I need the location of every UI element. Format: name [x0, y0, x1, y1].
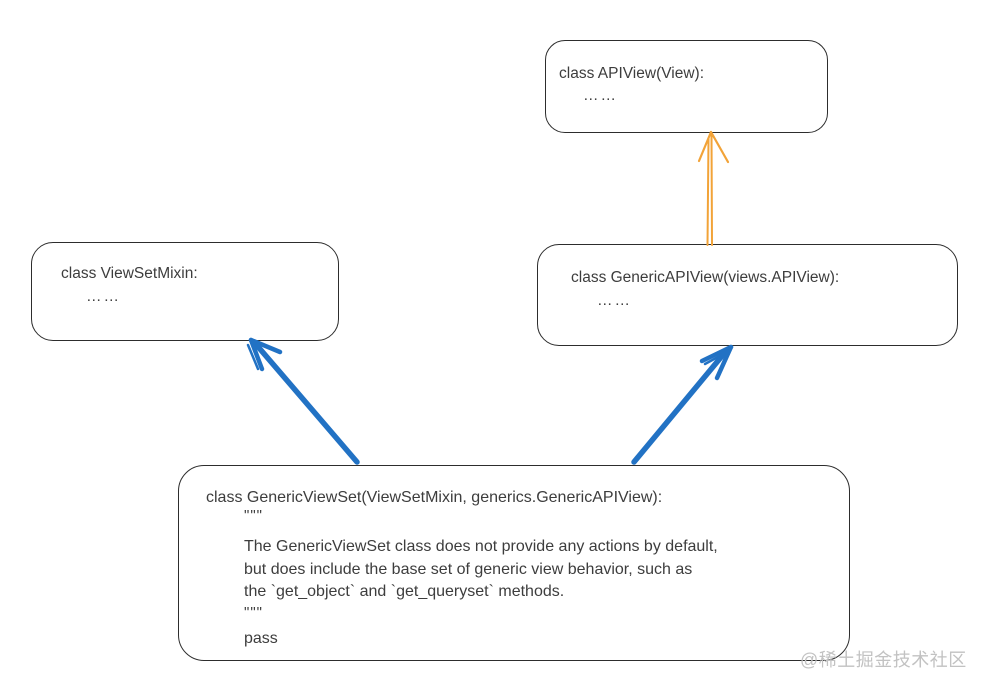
node-viewsetmixin: class ViewSetMixin: ……	[31, 242, 339, 341]
node-genericapiview-ellipsis: ……	[597, 292, 632, 309]
node-apiview-ellipsis: ……	[583, 87, 618, 104]
docstring-open-quotes: """	[244, 507, 263, 524]
node-genericviewset-body: pass	[244, 629, 278, 647]
node-genericviewset-title: class GenericViewSet(ViewSetMixin, gener…	[206, 489, 663, 506]
watermark: @稀土掘金技术社区	[800, 650, 967, 670]
docstring-close-quotes: """	[244, 603, 263, 621]
docstring-line-3: the `get_object` and `get_queryset` meth…	[244, 583, 565, 600]
docstring-text: The GenericViewSet class does not provid…	[244, 536, 849, 604]
node-genericapiview: class GenericAPIView(views.APIView): ……	[537, 244, 958, 346]
node-viewsetmixin-title: class ViewSetMixin:	[61, 265, 198, 282]
arrow-genericviewset-to-genericapiview-icon	[631, 344, 734, 465]
docstring-line-2: but does include the base set of generic…	[244, 560, 693, 578]
node-genericviewset: class GenericViewSet(ViewSetMixin, gener…	[178, 465, 850, 661]
arrow-genericviewset-to-viewsetmixin-icon	[246, 337, 360, 465]
node-apiview-title: class APIView(View):	[559, 65, 705, 82]
node-viewsetmixin-ellipsis: ……	[86, 288, 121, 305]
docstring-line-1: The GenericViewSet class does not provid…	[244, 538, 718, 555]
node-genericapiview-title: class GenericAPIView(views.APIView):	[571, 269, 840, 286]
node-apiview: class APIView(View): ……	[545, 40, 828, 133]
arrow-genericapiview-to-apiview-icon	[697, 130, 730, 246]
